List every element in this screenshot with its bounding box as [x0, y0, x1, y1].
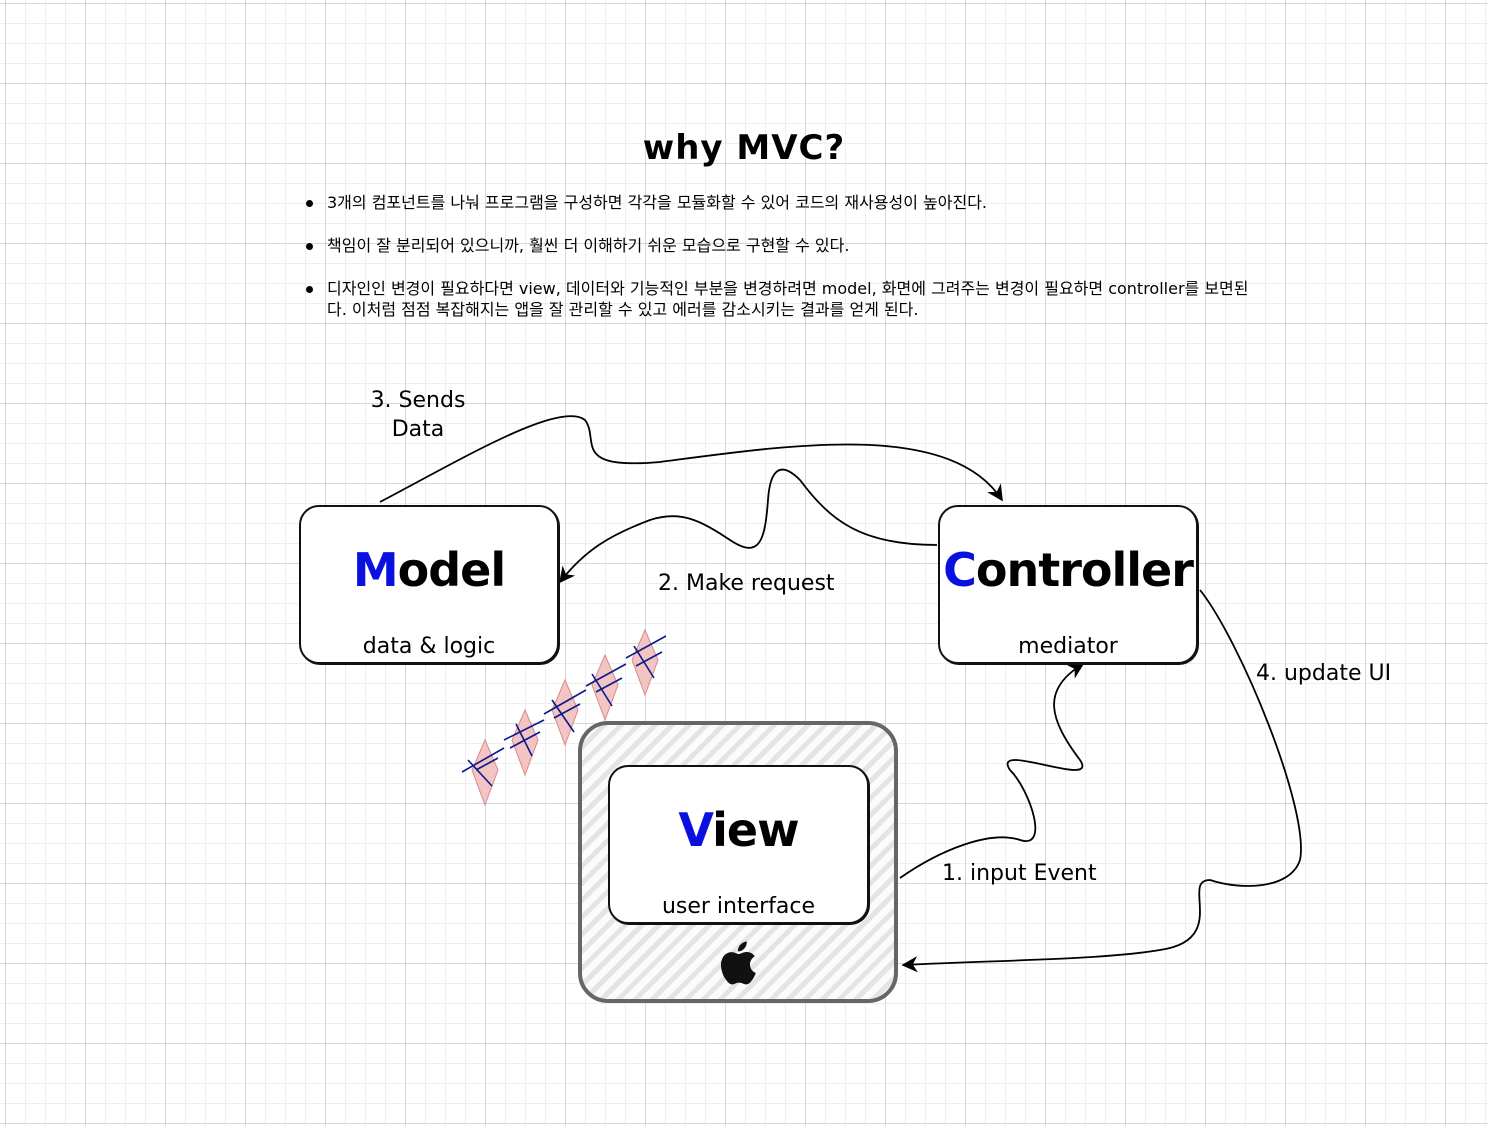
- arrow-update-ui: [901, 589, 1302, 973]
- model-box[interactable]: Model data & logic: [299, 505, 559, 664]
- label-make-request: 2. Make request: [658, 571, 835, 596]
- model-subtitle: data & logic: [362, 634, 496, 659]
- model-title: Model: [352, 543, 506, 597]
- bullet-item: 책임이 잘 분리되어 있으니까, 훨씬 더 이해하기 쉬운 모습으로 구현할 수…: [300, 235, 1260, 256]
- bullet-list: 3개의 컴포넌트를 나눠 프로그램을 구성하면 각각을 모듈화할 수 있어 코드…: [300, 192, 1260, 342]
- arrow-sends-data: [379, 415, 1003, 503]
- arrow-input-event: [899, 663, 1085, 879]
- controller-box[interactable]: Controller mediator: [938, 505, 1198, 664]
- controller-subtitle: mediator: [1018, 634, 1118, 659]
- bullet-item: 3개의 컴포넌트를 나눠 프로그램을 구성하면 각각을 모듈화할 수 있어 코드…: [300, 192, 1260, 213]
- controller-title: Controller: [943, 543, 1194, 597]
- bullet-item: 디자인인 변경이 필요하다면 view, 데이터와 기능적인 부분을 변경하려면…: [300, 278, 1260, 320]
- label-update-ui: 4. update UI: [1256, 661, 1392, 686]
- view-title: View: [678, 803, 799, 857]
- apple-icon: [720, 941, 756, 985]
- arrow-make-request: [559, 468, 938, 584]
- label-sends-data: 3. Sends Data: [370, 388, 466, 442]
- view-box[interactable]: View user interface: [608, 765, 869, 924]
- view-subtitle: user interface: [661, 894, 816, 919]
- label-input-event: 1. input Event: [942, 861, 1097, 886]
- stamp-decoration: [461, 628, 667, 807]
- page-title: why MVC?: [642, 128, 846, 168]
